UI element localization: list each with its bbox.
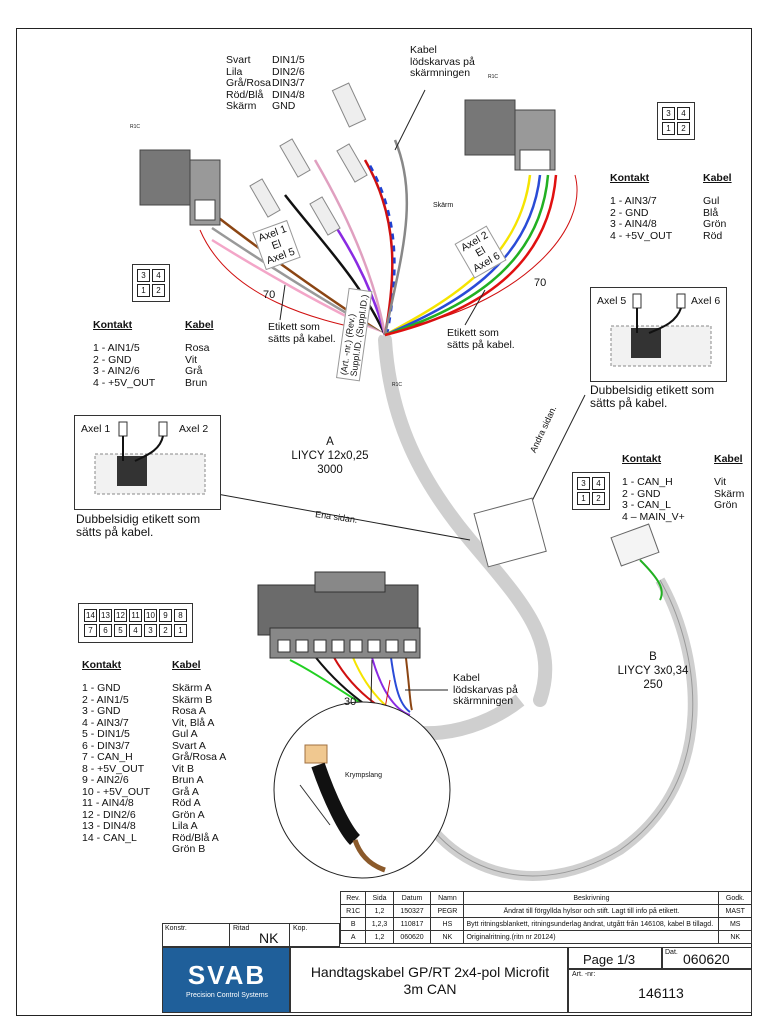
rtc-mark-mid: R1C [392,382,403,388]
leader-lines [194,89,586,741]
right-connector [464,99,556,171]
title-block-names: Konstr. Ritad NK Kop. [162,923,340,948]
can-wire-bundle [639,559,663,601]
rtc-mark-right: R1C [488,74,499,80]
drawing-title: Handtagskabel GP/RT 2x4-pol Microfit 3m … [290,947,568,1013]
dimension-arrows [199,174,578,746]
top-wire-legend: Svart Lila Grå/Rosa Röd/Blå Skärm [226,54,271,112]
label-sticker [473,497,547,568]
drawing-frame [16,28,752,1016]
inset-axel-5-6: Axel 5 Axel 6 [590,287,727,382]
krympslang-detail [299,744,386,873]
terminal-pins [249,82,368,236]
skarm-label: Skärm [433,202,454,209]
can-connector [610,523,660,567]
left-connector [139,149,221,226]
krympslang-label: Krympslang [345,772,382,779]
dim-30: 30 [344,696,357,708]
top-wire-legend-pins: DIN1/5 DIN2/6 DIN3/7 DIN4/8 GND [272,54,305,112]
page-number: Page 1/3 [568,947,662,969]
svab-logo: SVAB Precision Control Systems [162,947,290,1013]
right-wire-bundle [384,174,558,337]
main-14pin-connector [257,571,421,659]
dim-70-right: 70 [534,277,547,289]
drawing-date: Dat. 060620 [662,947,752,969]
article-number: Art. -nr: 146113 [568,969,752,1013]
dim-70-left: 70 [263,289,276,301]
inset-axel-1-2: Axel 1 Axel 2 [74,415,221,510]
rtc-mark-left: R1C [130,124,141,130]
